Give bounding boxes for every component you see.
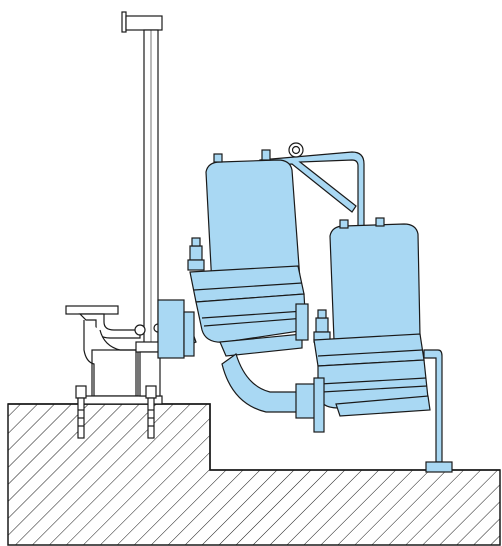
anchor-bolts bbox=[75, 385, 157, 439]
discharge-elbow bbox=[65, 305, 165, 405]
pump-lowered bbox=[157, 149, 309, 359]
support-leg bbox=[423, 349, 453, 473]
guide-rail bbox=[121, 11, 163, 349]
pump-raised bbox=[221, 217, 431, 433]
